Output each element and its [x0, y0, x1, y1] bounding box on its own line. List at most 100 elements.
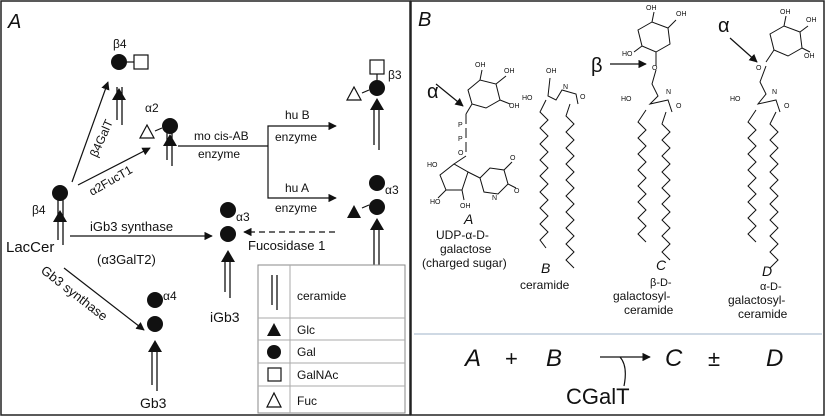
- mo-cis-ab-label-2: enzyme: [198, 147, 240, 161]
- alpha-galcer-structure: [747, 15, 811, 269]
- h-antigen-product: [138, 118, 178, 166]
- gal-symbol: [162, 118, 178, 134]
- eq-a: A: [463, 345, 481, 372]
- svg-text:OH: OH: [509, 103, 520, 110]
- gal-symbol: [369, 175, 385, 191]
- gb3-label: Gb3: [140, 395, 167, 411]
- ceramide-b-ho: HO: [522, 95, 533, 102]
- glc-symbol: [221, 250, 235, 262]
- eq-plus: +: [505, 346, 518, 371]
- svg-text:OH: OH: [504, 68, 515, 75]
- a2-product-label: α2: [145, 101, 159, 115]
- compound-d-line3: ceramide: [738, 307, 788, 321]
- gal-symbol: [52, 185, 68, 201]
- legend-ceramide: ceramide: [297, 289, 347, 303]
- hu-b-label: hu B: [285, 108, 310, 122]
- arrow-gb3-synthase: [63, 267, 145, 331]
- svg-text:OH: OH: [676, 11, 687, 18]
- gb3-synthase-label: Gb3 synthase: [38, 263, 110, 324]
- ceramide-b-structure: [539, 77, 579, 269]
- compound-b-line1: ceramide: [520, 278, 570, 292]
- hu-b-label-2: enzyme: [275, 130, 317, 144]
- a4-gb3-label: α4: [163, 289, 177, 303]
- compound-d-letter: D: [762, 263, 772, 279]
- compound-c-letter: C: [656, 257, 667, 273]
- svg-text:N: N: [492, 195, 497, 202]
- arrow-hu-b: [267, 121, 337, 146]
- gal-symbol: [147, 316, 163, 332]
- eq-b: B: [546, 345, 562, 372]
- gal-symbol: [267, 345, 281, 359]
- svg-text:O: O: [458, 150, 464, 157]
- svg-text:OH: OH: [780, 9, 791, 16]
- b-antigen-product: [345, 59, 385, 150]
- ceramide-symbol: [271, 275, 278, 310]
- svg-text:HO: HO: [621, 96, 632, 103]
- gal-symbol: [220, 226, 236, 242]
- svg-text:O: O: [514, 188, 520, 195]
- legend-galnac: GalNAc: [297, 368, 338, 382]
- svg-text:HO: HO: [730, 96, 741, 103]
- mo-cis-ab-label: mo cis-AB: [194, 129, 249, 143]
- enzyme-curve: [619, 356, 626, 387]
- compound-b-letter: B: [541, 260, 550, 276]
- compound-a-line3: (charged sugar): [422, 256, 507, 270]
- glc-symbol: [53, 210, 67, 222]
- svg-text:O: O: [652, 65, 658, 72]
- gal-symbol: [147, 292, 163, 308]
- svg-text:P: P: [458, 122, 463, 129]
- igb3-synthase-label: iGb3 synthase: [90, 219, 173, 234]
- glc-symbol: [370, 98, 384, 110]
- panel-b-frame: [410, 0, 825, 416]
- alpha-galcer-atoms: OH OH OH O HO N O: [730, 9, 817, 110]
- gb3-product: [147, 292, 163, 391]
- svg-text:OH: OH: [806, 17, 817, 24]
- a3-a-label: α3: [385, 183, 399, 197]
- svg-text:N: N: [772, 89, 777, 96]
- beta-galcer-structure: [633, 11, 677, 261]
- arrow-b4galt: [71, 81, 110, 183]
- ceramide-b-oh: OH: [546, 68, 557, 75]
- alpha-linkage-d: α: [718, 15, 730, 37]
- arrow-hu-a: [267, 146, 337, 203]
- b4-product-label: β4: [113, 37, 127, 51]
- gal-symbol: [111, 54, 127, 70]
- alpha-linkage-a: α: [427, 81, 439, 103]
- galnac-symbol: [369, 59, 385, 75]
- svg-text:P: P: [458, 136, 463, 143]
- ceramide-b-o: O: [580, 94, 586, 101]
- svg-text:HO: HO: [430, 199, 441, 206]
- compound-a-line1: UDP-α-D-: [436, 228, 489, 242]
- compound-d-line2: galactosyl-: [728, 293, 785, 307]
- eq-c: C: [665, 345, 683, 372]
- compound-c-line3: ceramide: [624, 303, 674, 317]
- alpha-arrow-a: [435, 83, 464, 107]
- laccer-structure: [52, 185, 68, 245]
- a-antigen-product: [347, 175, 385, 276]
- laccer-label: LacCer: [6, 239, 54, 256]
- hu-a-label: hu A: [285, 181, 309, 195]
- reaction-equation: A + B C ± D CGalT: [463, 345, 783, 409]
- svg-text:OH: OH: [804, 53, 815, 60]
- alpha-arrow-d: [729, 37, 758, 63]
- svg-text:HO: HO: [622, 51, 633, 58]
- igb3-synthase-label-2: (α3GalT2): [97, 252, 156, 267]
- igb3-label: iGb3: [210, 309, 240, 325]
- beta-linkage-c: β: [591, 55, 603, 77]
- compound-d-line1: α-D-: [760, 281, 782, 293]
- svg-text:OH: OH: [475, 62, 486, 69]
- fuc-symbol: [345, 85, 363, 101]
- b4galnac-product: [111, 54, 149, 125]
- glc-symbol: [163, 134, 177, 146]
- udp-galactose-structure: [437, 69, 517, 201]
- legend-fuc: Fuc: [297, 394, 317, 408]
- fuc-symbol: [347, 205, 361, 218]
- svg-text:O: O: [510, 155, 516, 162]
- panel-a-letter: A: [7, 11, 21, 33]
- galnac-symbol: [133, 54, 149, 70]
- b4galt-label: β4GalT: [87, 117, 116, 159]
- compound-a-line2: galactose: [440, 242, 492, 256]
- eq-d: D: [766, 345, 783, 372]
